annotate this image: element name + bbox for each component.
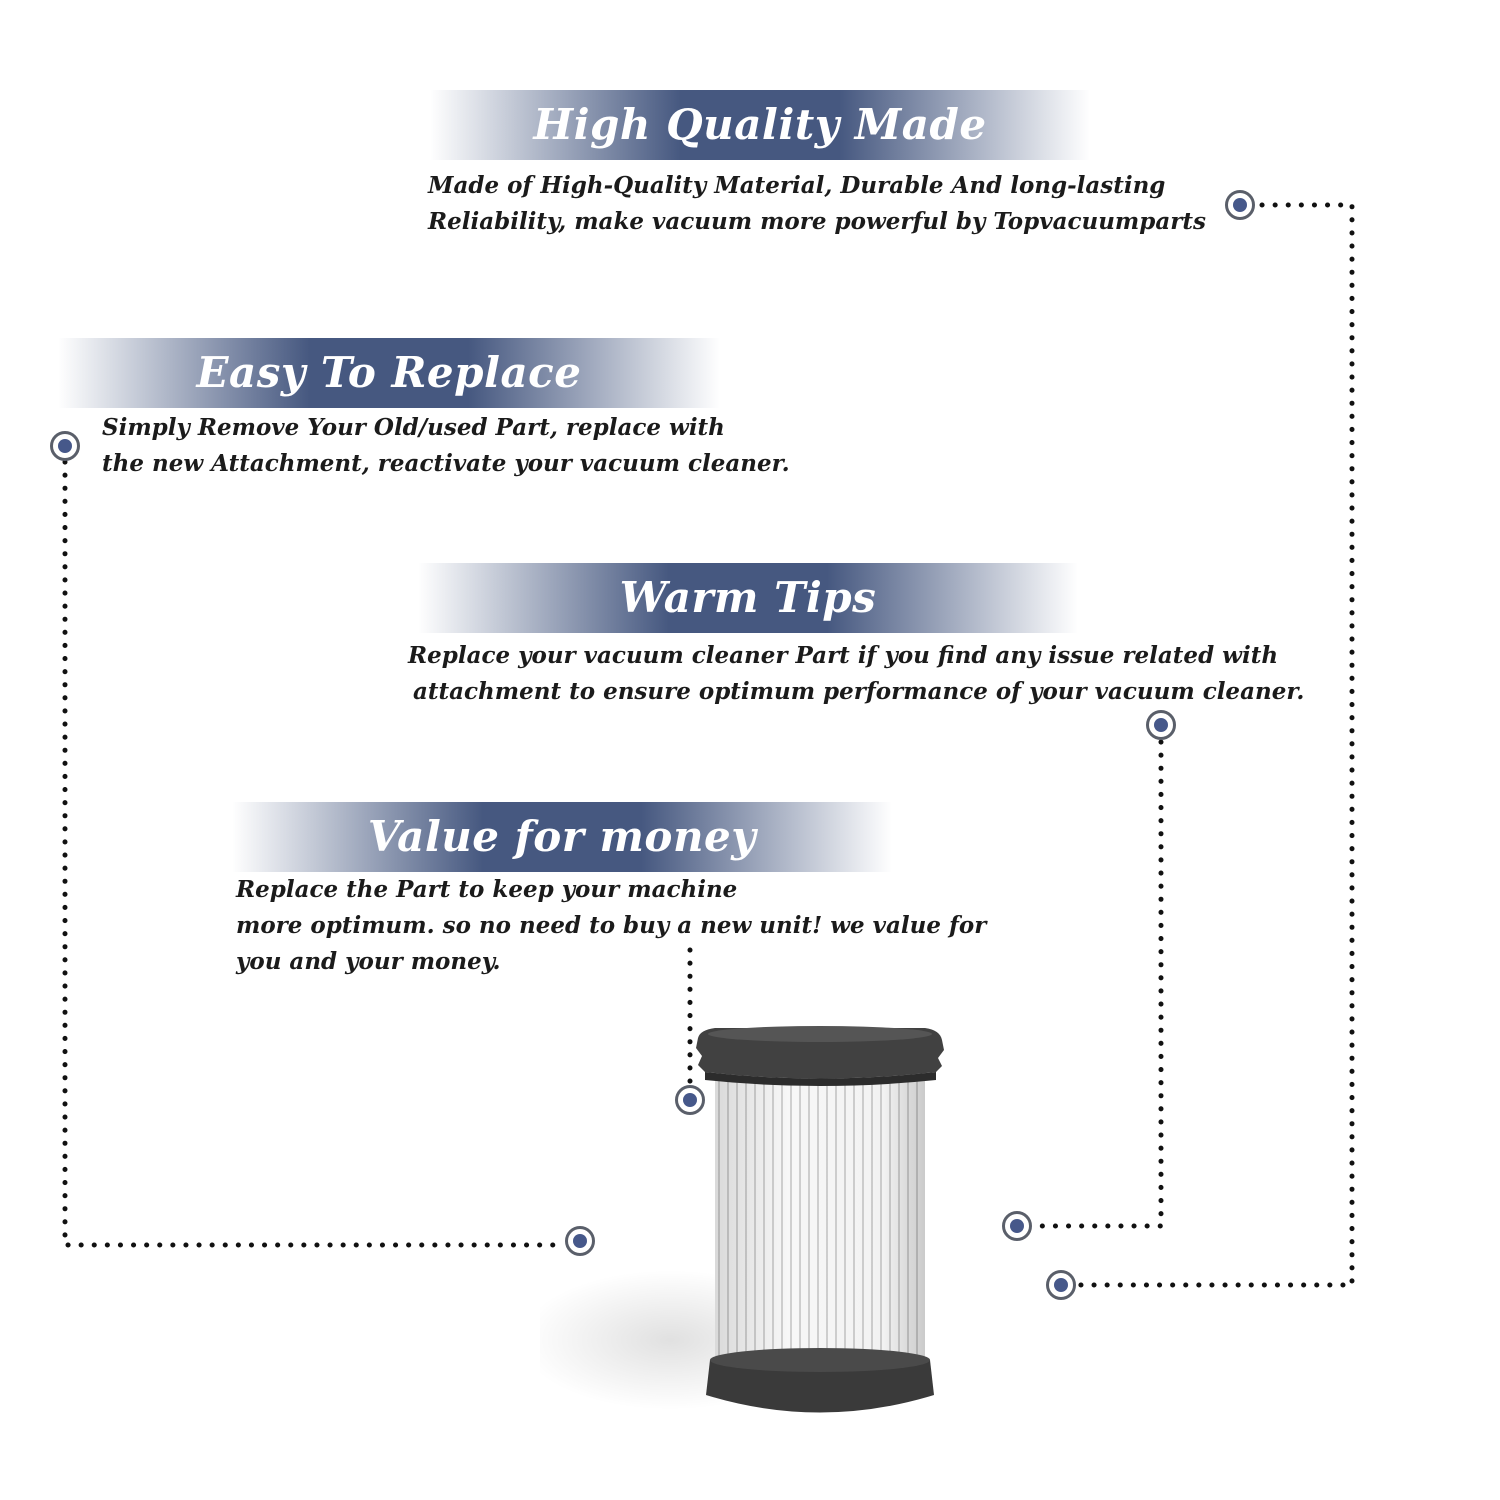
vacuum-filter-cartridge-icon bbox=[540, 1026, 944, 1413]
banner-high-quality-made: High Quality Made bbox=[430, 90, 1090, 160]
marker-product-high-quality bbox=[1046, 1270, 1076, 1300]
description-line: Replace your vacuum cleaner Part if you … bbox=[408, 642, 1279, 669]
description-value-for-money: Replace the Part to keep your machine mo… bbox=[236, 872, 986, 980]
connector-warm-tips bbox=[1033, 739, 1164, 1229]
marker-high-quality-made bbox=[1225, 190, 1255, 220]
description-line: the new Attachment, reactivate your vacu… bbox=[102, 450, 790, 477]
description-line: Replace the Part to keep your machine bbox=[236, 876, 738, 903]
marker-easy-to-replace bbox=[50, 431, 80, 461]
marker-product-warm-tips bbox=[1002, 1211, 1032, 1241]
description-line: you and your money. bbox=[236, 948, 501, 975]
description-line: Reliability, make vacuum more powerful b… bbox=[428, 208, 1206, 235]
description-line: Simply Remove Your Old/used Part, replac… bbox=[102, 414, 725, 441]
description-warm-tips: Replace your vacuum cleaner Part if you … bbox=[408, 638, 1304, 710]
description-easy-to-replace: Simply Remove Your Old/used Part, replac… bbox=[102, 410, 790, 482]
connector-easy-replace bbox=[62, 459, 565, 1248]
connector-high-quality bbox=[1077, 202, 1355, 1288]
banner-value-for-money: Value for money bbox=[232, 802, 892, 872]
description-line: attachment to ensure optimum performance… bbox=[413, 678, 1305, 705]
banner-warm-tips: Warm Tips bbox=[418, 563, 1078, 633]
description-line: more optimum. so no need to buy a new un… bbox=[236, 912, 987, 939]
marker-product-value bbox=[675, 1085, 705, 1115]
description-line: Made of High-Quality Material, Durable A… bbox=[428, 172, 1166, 199]
description-high-quality-made: Made of High-Quality Material, Durable A… bbox=[428, 168, 1206, 240]
banner-easy-to-replace: Easy To Replace bbox=[58, 338, 720, 408]
marker-product-easy-replace bbox=[565, 1226, 595, 1256]
marker-warm-tips bbox=[1146, 710, 1176, 740]
